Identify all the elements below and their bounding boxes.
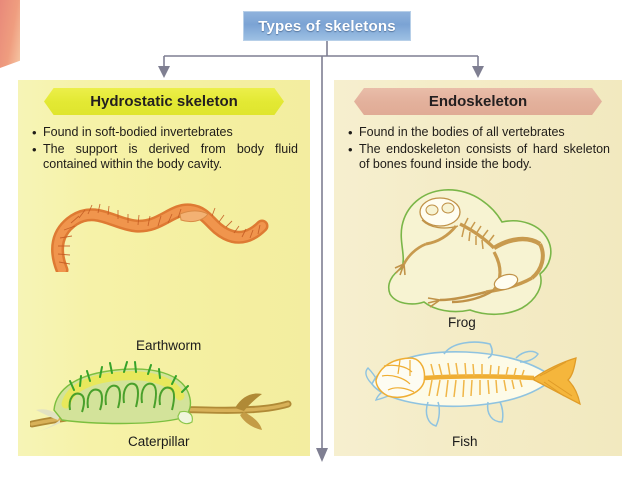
banner-endoskeleton: Endoskeleton xyxy=(354,88,602,115)
bullet-text: Found in soft-bodied invertebrates xyxy=(43,125,233,139)
bullet-text: The endoskeleton consists of hard skelet… xyxy=(359,141,610,172)
figure-caption-caterpillar: Caterpillar xyxy=(128,434,190,449)
figure-caption-earthworm: Earthworm xyxy=(136,338,202,353)
bullet-text: The support is derived from body fluid c… xyxy=(43,141,298,172)
arrow-bottom xyxy=(316,448,328,462)
panel-hydrostatic-skeleton: Hydrostatic skeleton • Found in soft-bod… xyxy=(18,80,310,456)
bullet-item: • Found in the bodies of all vertebrates xyxy=(348,125,610,141)
figure-caption-fish: Fish xyxy=(452,434,478,449)
bullet-marker-icon: • xyxy=(32,125,37,140)
arrow-left xyxy=(158,66,170,78)
banner-hydrostatic-skeleton: Hydrostatic skeleton xyxy=(44,88,284,115)
diagram-title: Types of skeletons xyxy=(258,17,396,35)
earthworm-illustration xyxy=(40,192,290,277)
bullet-item: • The endoskeleton consists of hard skel… xyxy=(348,142,610,173)
fish-skeleton-illustration xyxy=(348,338,608,435)
bullet-item: • The support is derived from body fluid… xyxy=(32,142,298,173)
banner-label-hydrostatic: Hydrostatic skeleton xyxy=(90,93,238,110)
bullet-text: Found in the bodies of all vertebrates xyxy=(359,125,565,139)
panel-endoskeleton: Endoskeleton • Found in the bodies of al… xyxy=(334,80,622,456)
bullet-list-endoskeleton: • Found in the bodies of all vertebrates… xyxy=(348,125,610,173)
caterpillar-illustration xyxy=(28,352,300,447)
frog-skeleton-illustration xyxy=(382,182,572,327)
bullet-marker-icon: • xyxy=(348,125,353,140)
bullet-item: • Found in soft-bodied invertebrates xyxy=(32,125,298,141)
diagram-title-box: Types of skeletons xyxy=(243,11,411,41)
banner-label-endoskeleton: Endoskeleton xyxy=(428,93,528,110)
arrow-right xyxy=(472,66,484,78)
bullet-list-hydrostatic: • Found in soft-bodied invertebrates • T… xyxy=(32,125,298,173)
bullet-marker-icon: • xyxy=(32,141,37,157)
bullet-marker-icon: • xyxy=(348,141,353,157)
figure-caption-frog: Frog xyxy=(448,315,476,330)
corner-decoration xyxy=(0,0,20,72)
